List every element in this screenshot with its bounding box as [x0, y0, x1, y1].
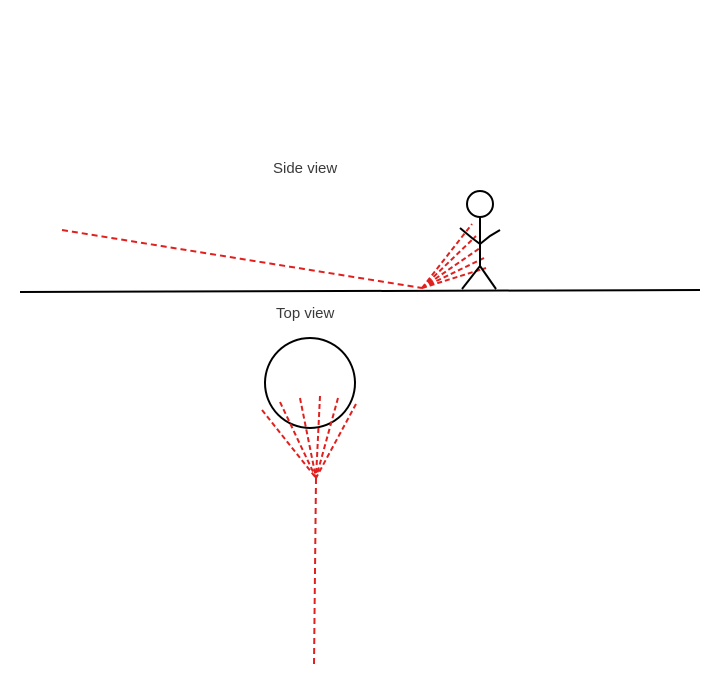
stick-figure	[459, 190, 501, 290]
side-view-ray-fan	[421, 223, 487, 289]
stick-figure-left-leg	[461, 265, 481, 290]
top-view-label: Top view	[276, 305, 335, 322]
side-view-long-ray	[61, 229, 423, 289]
ground-line	[19, 289, 701, 293]
stick-figure-right-leg	[479, 265, 497, 290]
top-view-person-circle	[264, 337, 356, 429]
stick-figure-right-arm	[479, 229, 501, 245]
top-view-ray-fan	[261, 395, 357, 479]
stick-figure-left-arm	[459, 227, 481, 245]
side-view-label: Side view	[273, 160, 338, 177]
stick-figure-head	[466, 190, 494, 218]
top-view-long-ray	[313, 477, 317, 665]
